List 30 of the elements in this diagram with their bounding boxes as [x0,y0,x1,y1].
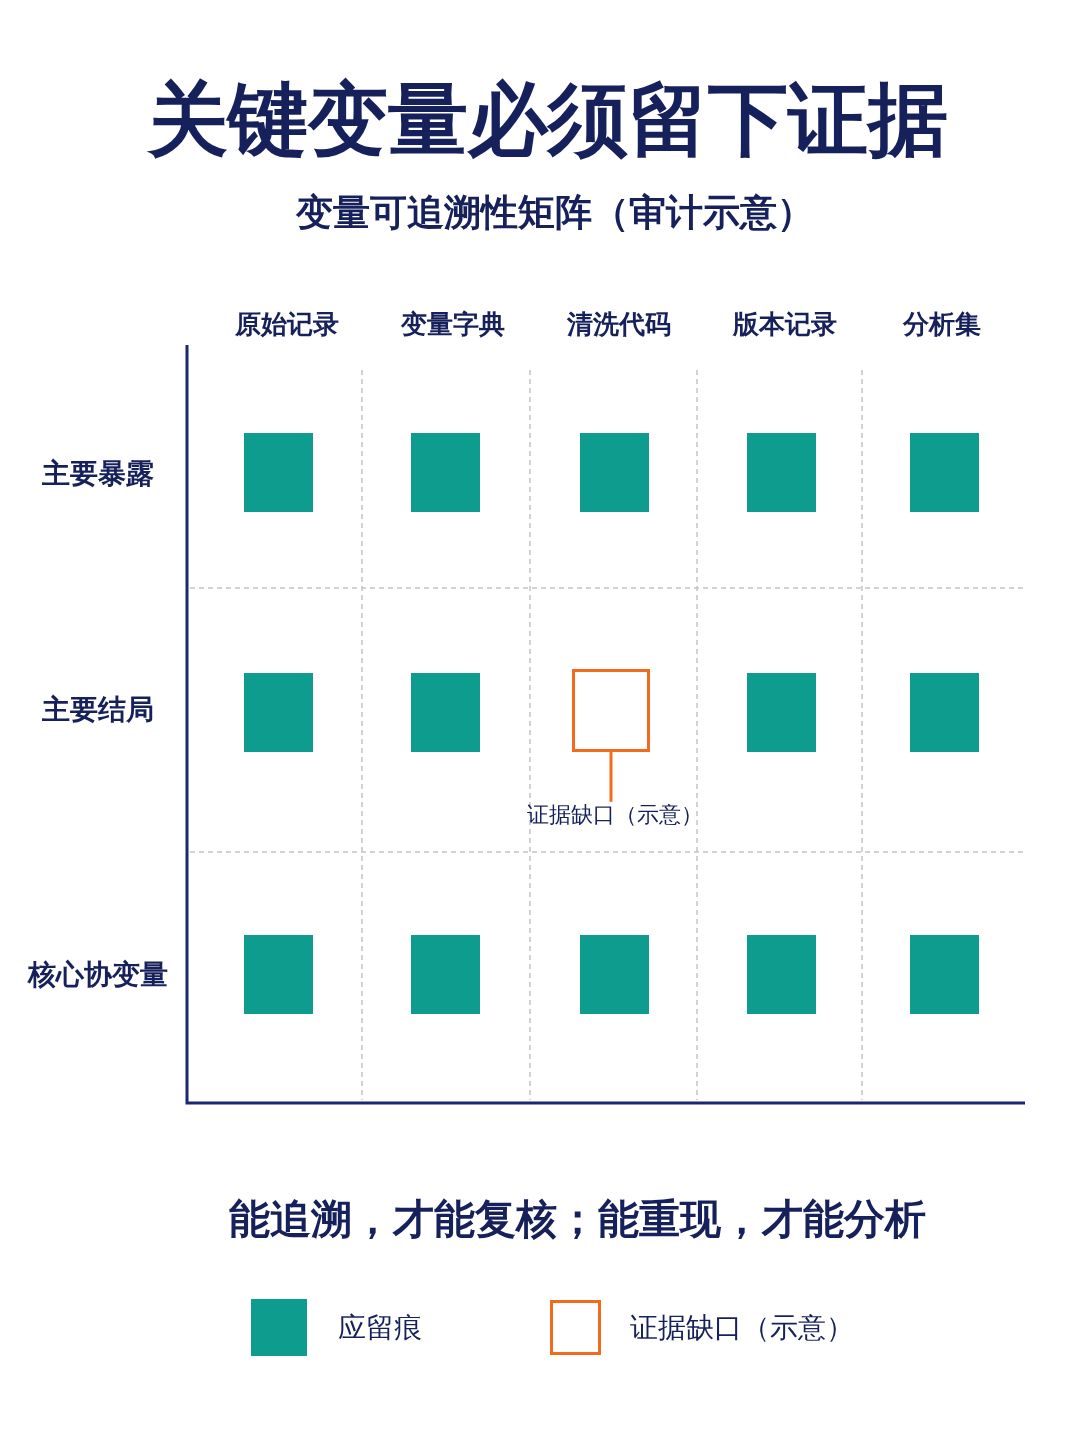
filled-square-icon [747,935,816,1014]
column-header: 版本记录 [733,309,837,341]
caption-text: 能追溯，才能复核；能重现，才能分析 [228,1195,926,1245]
subtitle: 变量可追溯性矩阵（审计示意） [296,190,814,236]
filled-square-icon [910,935,979,1014]
column-header: 变量字典 [401,309,505,341]
filled-square-icon [747,673,816,752]
filled-square-icon [747,433,816,512]
filled-square-icon [580,433,649,512]
hollow-square-icon [572,669,650,752]
leader-line [609,752,613,802]
filled-square-icon [244,673,313,752]
filled-square-icon [580,935,649,1014]
filled-square-icon [910,673,979,752]
column-header: 清洗代码 [567,309,671,341]
title: 关键变量必须留下证据 [148,72,948,168]
column-header: 分析集 [903,309,981,341]
filled-square-icon [411,935,480,1014]
filled-square-icon [244,433,313,512]
legend-label: 证据缺口（示意） [630,1311,854,1345]
row-header: 主要结局 [42,693,154,727]
column-header: 原始记录 [235,309,339,341]
filled-square-icon [411,673,480,752]
row-header: 核心协变量 [28,958,168,992]
row-header: 主要暴露 [42,457,154,491]
filled-square-icon [244,935,313,1014]
filled-square-icon [411,433,480,512]
callout-label: 证据缺口（示意） [527,801,703,829]
legend-label: 应留痕 [338,1311,422,1345]
filled-square-icon [910,433,979,512]
